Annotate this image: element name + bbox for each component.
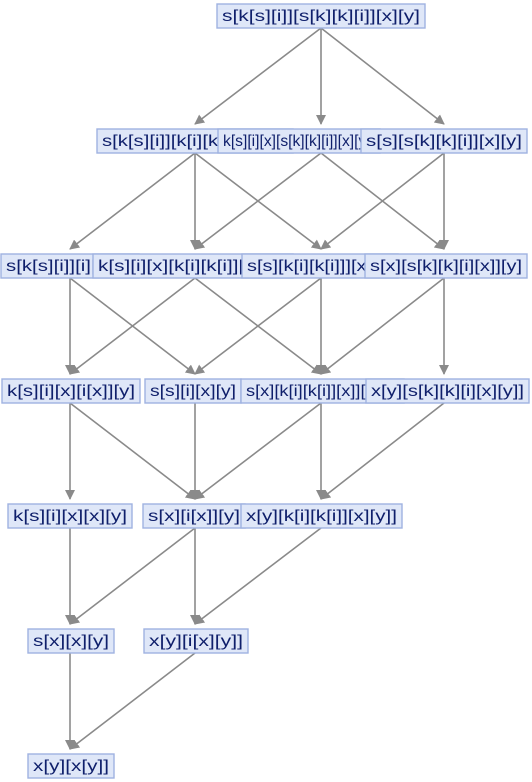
graph-node: s[x][s[k][k][i][x]][y]	[364, 253, 528, 279]
node-label: k[s][i][x][k[i][k[i]][x][y]]	[98, 258, 288, 275]
node-label: s[x][k[i][k[i]][x]][x[y]]	[246, 383, 399, 400]
graph-node: s[k[s][i]][s[k][k][i]][x][y]	[216, 3, 426, 29]
edge-arrow	[194, 152, 322, 250]
node-box	[216, 3, 426, 29]
node-label: x[y][s[k][k][i][x][y]]	[371, 383, 524, 400]
node-box	[364, 253, 528, 279]
node-label: k[s][i][x][i[x]][y]	[7, 383, 135, 400]
node-box	[360, 128, 528, 154]
edges-layer	[65, 27, 449, 750]
node-label: x[y][x[y]]	[33, 758, 109, 775]
node-box	[240, 503, 403, 529]
graph-node: s[x][x][y]	[27, 628, 115, 654]
graph-node: k[s][i][x][i[x]][y]	[1, 378, 141, 404]
node-box	[7, 503, 133, 529]
edge-arrow	[320, 402, 445, 500]
node-box	[27, 753, 115, 779]
edge-arrow	[194, 527, 322, 625]
graph-node: s[s][s[k][k][i]][x][y]	[360, 128, 528, 154]
graph-node: x[y][i[x][y]]	[143, 628, 249, 654]
node-label: s[k[s][i]][s[k][k][i]][x][y]	[222, 8, 420, 25]
edge-arrow	[320, 27, 445, 125]
edge-arrow	[69, 527, 196, 625]
edge-arrow	[69, 402, 196, 500]
node-box	[1, 378, 141, 404]
graph-node: x[y][k[i][k[i]][x][y]]	[240, 503, 403, 529]
node-label: k[s][i][x][x][y]	[13, 508, 127, 525]
graph-node: k[s][i][x][x][y]	[7, 503, 133, 529]
node-label: s[x][x][y]	[33, 633, 109, 650]
edge-arrow	[194, 277, 322, 375]
edge-arrow	[194, 402, 322, 500]
node-label: s[s][i][x][y]	[150, 383, 236, 400]
edge-arrow	[69, 152, 196, 250]
node-label: s[x][s[k][k][i][x]][y]	[370, 258, 522, 275]
node-label: s[s][s[k][k][i]][x][y]	[366, 133, 522, 150]
graph-node: x[y][s[k][k][i][x][y]]	[365, 378, 530, 404]
node-box	[143, 628, 249, 654]
node-label: x[y][i[x][y]]	[149, 633, 243, 650]
nodes-layer: s[k[s][i]][s[k][k][i]][x][y]s[k[s][i]][k…	[0, 3, 530, 779]
node-label: s[s][k[i][k[i]]][x][y]	[247, 258, 393, 275]
edge-arrow	[69, 652, 196, 750]
node-label: x[y][k[i][k[i]][x][y]]	[246, 508, 397, 525]
node-box	[27, 628, 115, 654]
edge-arrow	[320, 277, 445, 375]
node-box	[217, 128, 381, 154]
node-box	[365, 378, 530, 404]
edge-arrow	[69, 277, 196, 375]
graph-node: s[x][i[x]][y]	[142, 503, 246, 529]
edge-arrow	[320, 152, 445, 250]
node-label: k[s][i][x][s[k][k][i]][x][y]]	[223, 133, 375, 150]
edge-arrow	[194, 27, 322, 125]
graph-node: k[s][i][x][s[k][k][i]][x][y]]	[217, 128, 381, 154]
graph-node: x[y][x[y]]	[27, 753, 115, 779]
graph-node: s[s][i][x][y]	[144, 378, 242, 404]
node-label: s[x][i[x]][y]	[148, 508, 240, 525]
